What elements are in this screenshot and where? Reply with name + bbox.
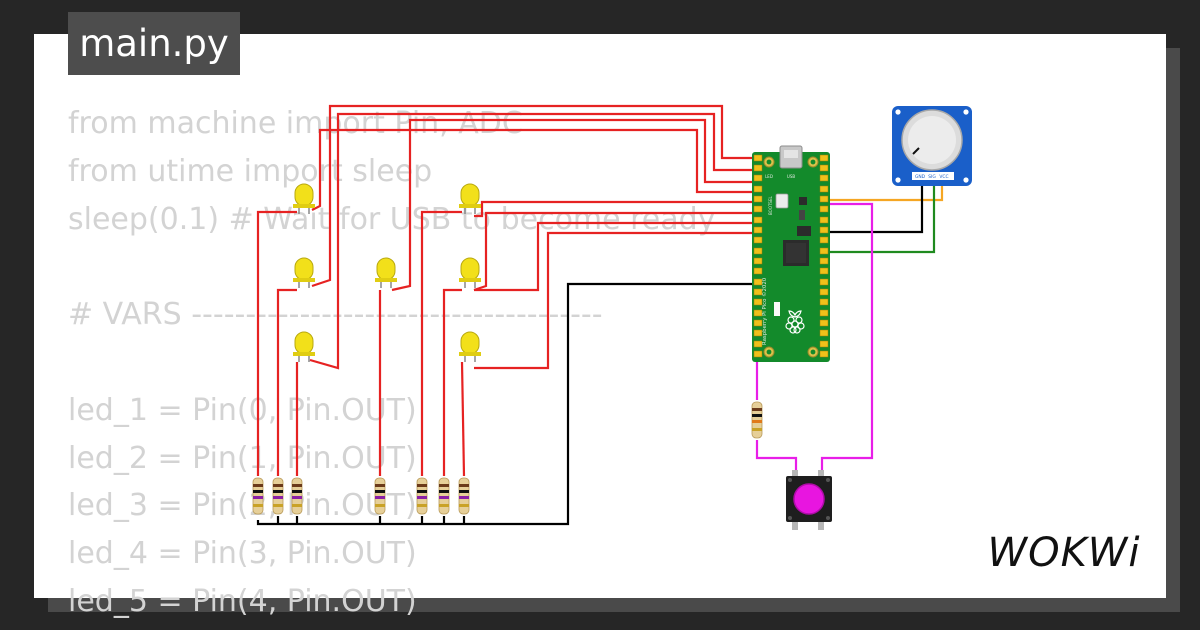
resistor[interactable]: [438, 477, 450, 515]
wire-red: [474, 231, 757, 370]
wire-black: [824, 176, 924, 234]
code-line: from machine import Pin, ADC: [68, 106, 523, 141]
usb-silk-label: USB: [787, 174, 795, 179]
code-line: led_4 = Pin(3, Pin.OUT): [68, 536, 417, 572]
led[interactable]: [375, 257, 397, 288]
wokwi-logo: WOKWi: [988, 530, 1141, 576]
wire-black: [256, 282, 757, 526]
wire-red: [473, 211, 757, 292]
file-tab[interactable]: main.py: [68, 12, 240, 75]
pot-pin-label-gnd: GND: [915, 174, 926, 180]
wire-red: [460, 361, 466, 477]
pico-left-pins: [753, 154, 763, 358]
wire-red: [309, 112, 757, 370]
push-button-cap[interactable]: [793, 483, 825, 515]
wire-red: [420, 210, 462, 476]
wire-red: [311, 128, 757, 211]
wire-magenta: [820, 202, 874, 476]
pico-silkscreen: Raspberry Pi Pico ©2020: [761, 277, 768, 345]
wire-red: [256, 210, 297, 476]
pot-pin-label-vcc: VCC: [939, 174, 948, 180]
code-line: led_5 = Pin(4, Pin.OUT): [68, 583, 417, 619]
wire-magenta: [755, 440, 798, 476]
resistor-group: [252, 401, 763, 515]
wire-red: [474, 200, 757, 218]
wire-red: [442, 288, 462, 476]
led[interactable]: [459, 257, 481, 288]
code-preview: from machine import Pin, ADC from utime i…: [68, 100, 715, 626]
code-line: led_2 = Pin(1, Pin.OUT): [68, 440, 417, 476]
wires: [256, 104, 944, 526]
resistor[interactable]: [751, 401, 763, 439]
wire-red: [276, 288, 297, 476]
bootsel-silk-label: BOOTSEL: [768, 196, 773, 215]
wire-red: [391, 118, 757, 292]
led[interactable]: [293, 183, 315, 214]
resistor[interactable]: [291, 477, 303, 515]
led[interactable]: [293, 331, 315, 362]
resistor[interactable]: [272, 477, 284, 515]
code-line: led_1 = Pin(0, Pin.OUT): [68, 392, 417, 428]
wire-green: [824, 176, 936, 254]
raspberry-logo-icon: [785, 310, 805, 334]
led[interactable]: [459, 183, 481, 214]
push-button[interactable]: [786, 470, 832, 530]
wire-red: [311, 104, 757, 288]
code-line: # VARS ---------------------------------…: [68, 297, 603, 333]
project-card: from machine import Pin, ADC from utime i…: [34, 34, 1166, 619]
resistor[interactable]: [458, 477, 470, 515]
led[interactable]: [293, 257, 315, 288]
pot-pin-label-sig: SIG: [928, 174, 936, 180]
resistor[interactable]: [416, 477, 428, 515]
bootsel-button[interactable]: [775, 193, 789, 209]
led[interactable]: [459, 331, 481, 362]
resistor[interactable]: [252, 477, 264, 515]
led-silk-label: LED: [765, 174, 773, 179]
wokwi-logo-text: WOKWi: [988, 530, 1141, 576]
led-group: [293, 183, 481, 362]
pico-right-pins: [819, 154, 829, 358]
wire-red: [474, 221, 757, 292]
code-line: from utime import sleep: [68, 153, 433, 189]
resistor[interactable]: [374, 477, 386, 515]
pico-board[interactable]: LED USB BOOTSEL Raspberry Pi Pico ©2020: [752, 145, 830, 362]
potentiometer[interactable]: GND SIG VCC: [892, 106, 972, 186]
